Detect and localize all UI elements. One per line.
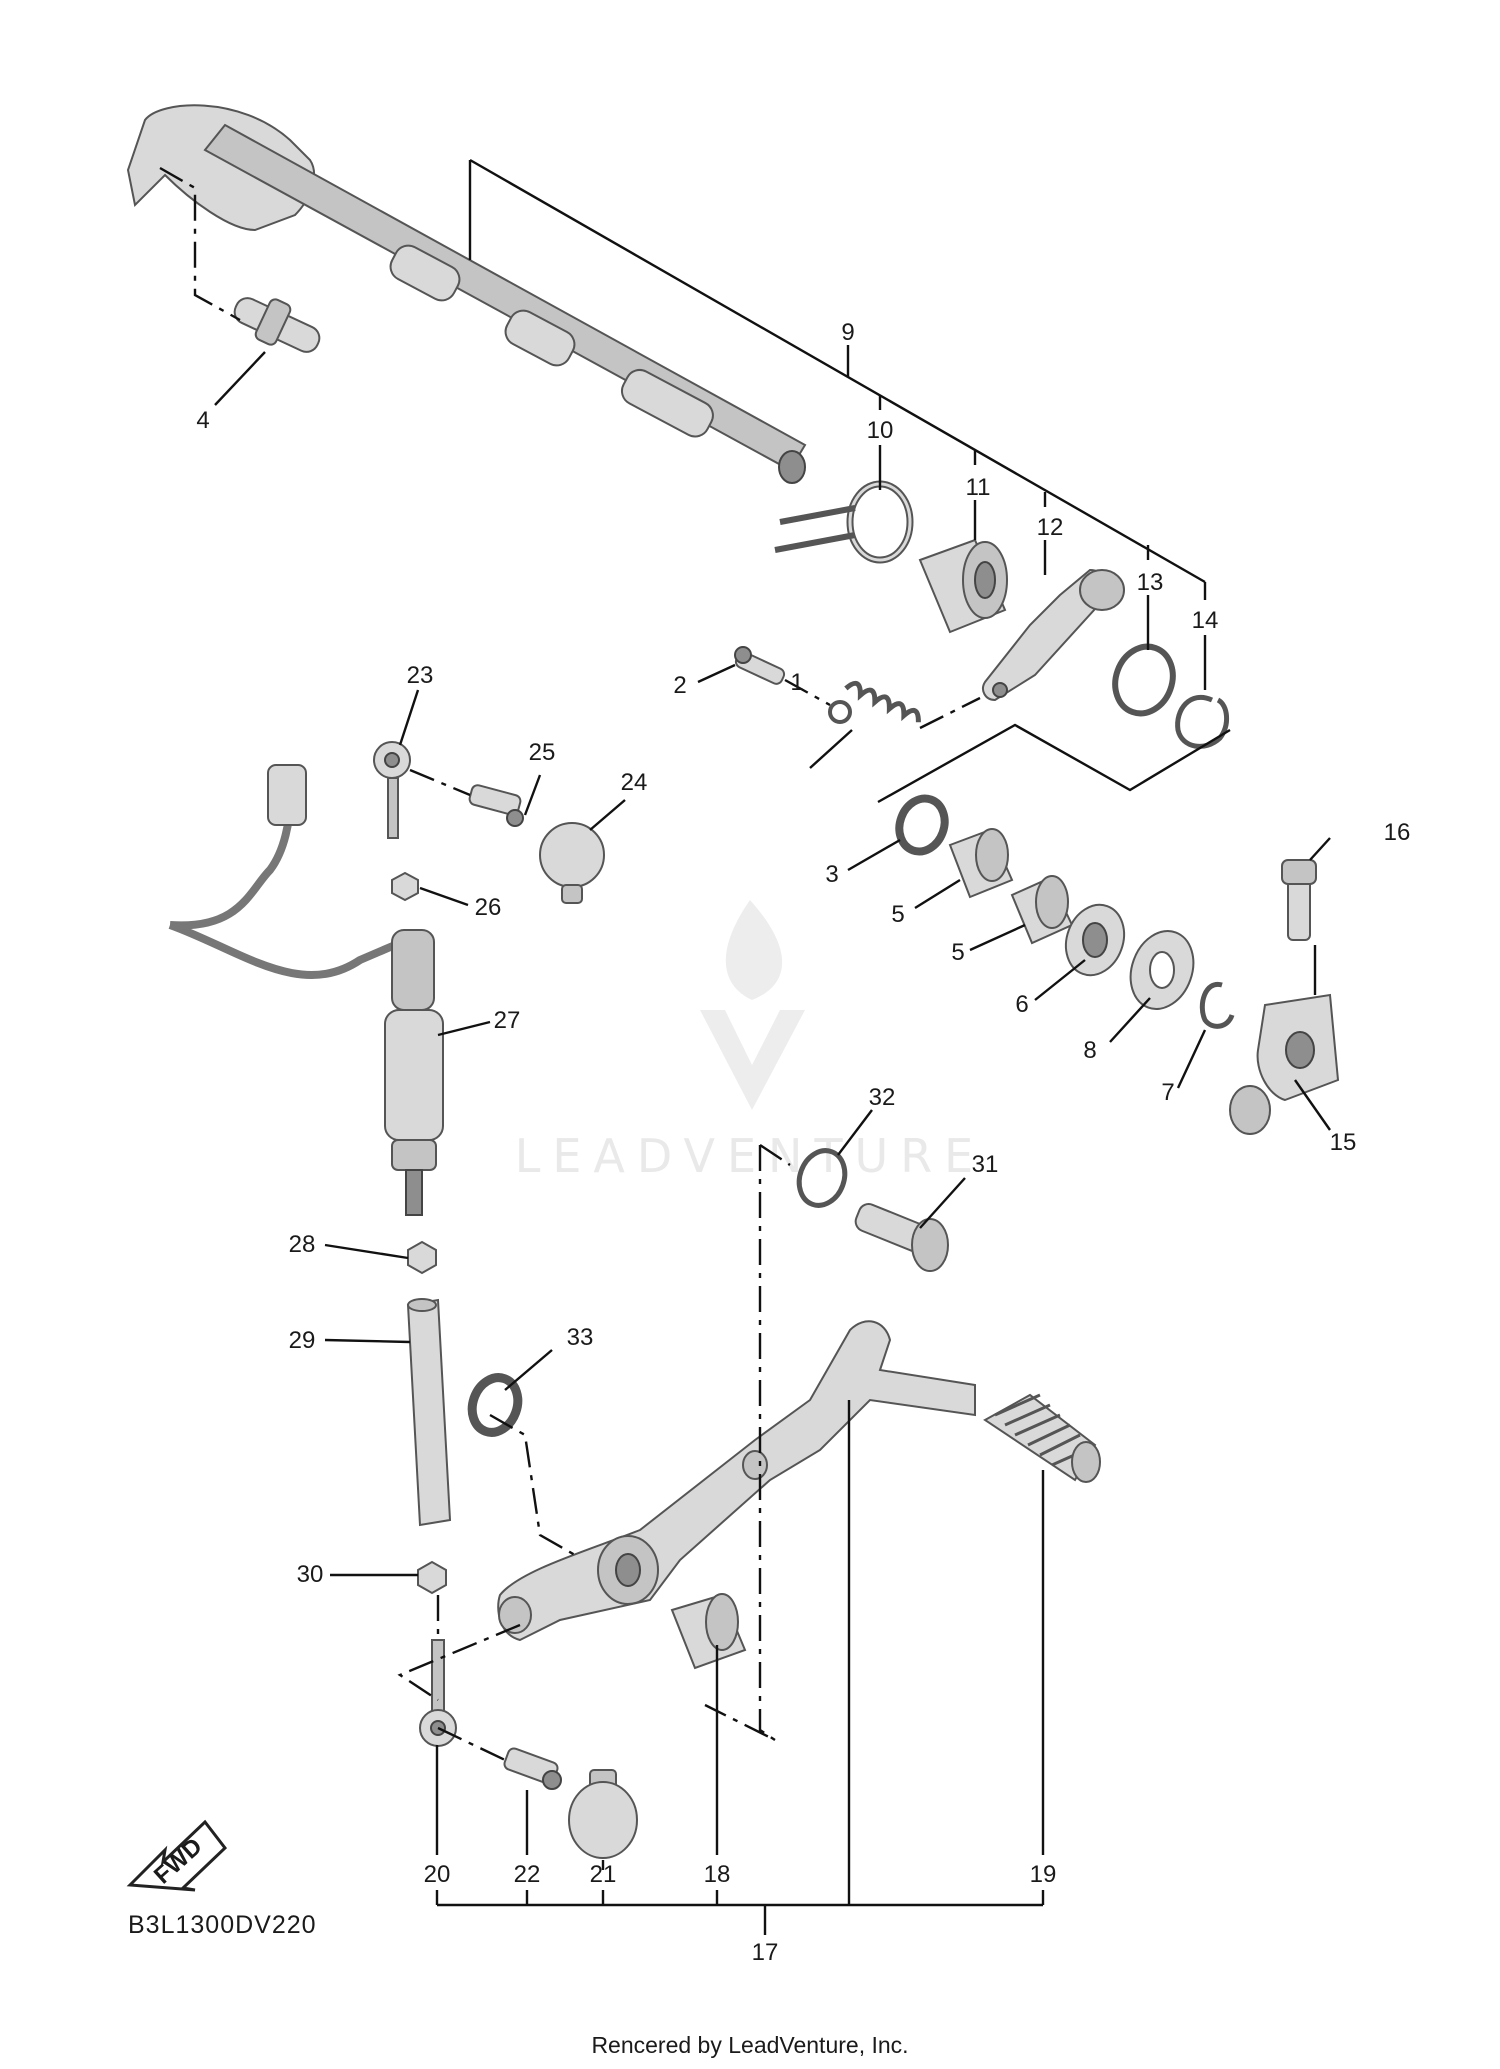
part-10-spring [774,480,914,564]
part-6-seal [1064,903,1126,977]
part-15-lever [1229,993,1340,1135]
leader-lines [159,158,1331,1935]
part-27-sensor [168,764,444,1216]
part-32-oring [796,1148,848,1208]
callout-26: 26 [475,894,502,921]
callout-25: 25 [529,739,556,766]
callout-13: 13 [1137,569,1164,596]
callout-7: 7 [1161,1079,1174,1106]
callout-5b: 5 [951,939,964,966]
callout-30: 30 [297,1561,324,1588]
part-4-pin [233,297,321,353]
part-8-washer [1129,930,1195,1010]
callout-18: 18 [704,1861,731,1888]
callout-20: 20 [424,1861,451,1888]
callout-12: 12 [1037,514,1064,541]
part-23-rod-end [373,741,411,839]
callout-2: 2 [673,672,686,699]
part-17-shift-pedal [497,1320,976,1642]
callout-24: 24 [621,769,648,796]
part-21-boot [568,1769,638,1859]
part-12-arm [982,568,1125,702]
callout-27: 27 [494,1007,521,1034]
part-2-bolt [734,646,786,685]
part-28-nut [407,1240,437,1275]
part-16-bolt [1281,859,1317,941]
callout-16: 16 [1384,819,1411,846]
part-22-bolt [503,1747,562,1790]
callout-17: 17 [752,1939,779,1966]
callout-5a: 5 [891,901,904,928]
callout-11: 11 [966,474,991,501]
part-31-pivot-bolt [854,1203,949,1272]
part-7-circlip [1199,981,1235,1029]
callout-9: 9 [841,319,854,346]
callout-29: 29 [289,1327,316,1354]
shift-shaft [126,104,807,484]
callout-21: 21 [590,1861,617,1888]
callout-22: 22 [514,1861,541,1888]
part-29-rod [406,1298,452,1527]
part-5-bushing-a [948,828,1014,899]
callout-32: 32 [869,1084,896,1111]
part-33-washer [467,1373,523,1437]
callout-28: 28 [289,1231,316,1258]
callout-1: 1 [790,669,803,696]
callout-19: 19 [1030,1861,1057,1888]
part-19-pedal-rubber [983,1393,1101,1483]
callout-10: 10 [867,417,894,444]
part-14-circlip [1175,694,1229,749]
callout-23: 23 [407,662,434,689]
callout-labels: 1 2 3 4 5 5 6 7 8 9 10 11 12 13 14 15 16… [196,319,1410,1966]
part-25-bolt [468,784,524,827]
callout-14: 14 [1192,607,1219,634]
callout-3: 3 [825,861,838,888]
part-26-nut [391,871,419,902]
part-3-washer [895,794,949,856]
part-18-bushing [670,1593,747,1670]
part-1-spring [828,680,921,724]
callout-31: 31 [972,1151,999,1178]
part-30-nut [417,1560,447,1595]
callout-15: 15 [1330,1129,1357,1156]
fwd-arrow-icon: FWD [126,1819,228,1892]
part-5-bushing-b [1010,875,1074,945]
diagram-code: B3L1300DV220 [128,1911,317,1939]
callout-4: 4 [196,407,209,434]
footer-credit: Rencered by LeadVenture, Inc. [591,2032,908,2058]
watermark-logo: LEADVENTURE [515,900,986,1183]
watermark-text: LEADVENTURE [515,1129,986,1183]
callout-8: 8 [1083,1037,1096,1064]
part-24-boot [539,822,605,904]
part-11-collar [918,538,1008,634]
part-13-ring [1112,643,1176,717]
callout-33: 33 [567,1324,594,1351]
callout-6: 6 [1015,991,1028,1018]
